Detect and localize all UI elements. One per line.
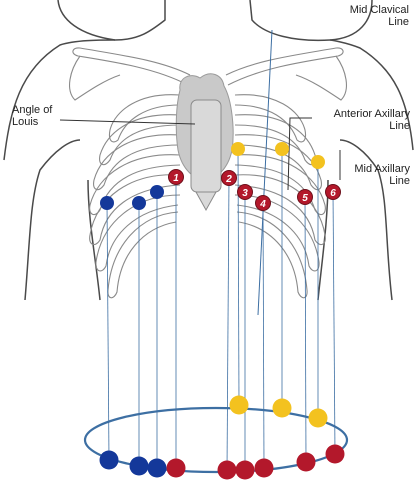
ring-electrode-red xyxy=(296,452,316,472)
xiphoid xyxy=(195,191,217,212)
ring-electrode-blue xyxy=(147,458,167,478)
mid-axillary-label-line2: Line xyxy=(389,175,410,187)
limb-electrode-yellow xyxy=(275,142,289,156)
ring-electrode-blue xyxy=(129,456,149,476)
ring-electrode-yellow xyxy=(229,395,249,415)
mid-clavicular-label: Mid Clavical Line xyxy=(350,4,409,28)
ring-electrode-blue xyxy=(99,450,119,470)
limb-electrode-yellow xyxy=(311,155,325,169)
electrode-v3: 3 xyxy=(237,184,253,200)
angle-of-louis-label-line1: Angle of xyxy=(12,104,53,116)
ring-electrode-red xyxy=(217,460,237,480)
electrode-v6-label: 6 xyxy=(330,188,336,199)
ring-electrodes xyxy=(99,395,345,480)
cable-ring xyxy=(83,406,349,474)
limb-electrode-blue xyxy=(100,196,114,210)
electrode-v4-label: 4 xyxy=(259,199,266,210)
angle-of-louis-pointer xyxy=(59,119,196,125)
anterior-axillary-label: Anterior Axillary Line xyxy=(334,108,410,132)
electrode-v3-label: 3 xyxy=(242,188,248,199)
electrode-v2-label: 2 xyxy=(225,174,232,185)
chest-electrodes: 1 2 3 4 5 6 xyxy=(100,142,341,211)
mid-clavicular-label-line1: Mid Clavical xyxy=(349,4,409,16)
mid-clavicular-label-line2: Line xyxy=(388,16,409,28)
limb-electrode-blue xyxy=(132,196,146,210)
mid-axillary-label: Mid Axillary Line xyxy=(354,163,410,187)
electrode-v5: 5 xyxy=(297,189,313,205)
limb-electrode-yellow xyxy=(231,142,245,156)
ring-electrode-red xyxy=(235,460,255,480)
electrode-v6: 6 xyxy=(325,184,341,200)
angle-of-louis-label: Angle of Louis xyxy=(12,104,52,128)
sternum xyxy=(190,99,222,193)
sternum-and-heart xyxy=(175,73,234,212)
anterior-axillary-label-line1: Anterior Axillary xyxy=(333,108,410,120)
anterior-axillary-label-line2: Line xyxy=(389,120,410,132)
angle-of-louis-label-line2: Louis xyxy=(12,116,39,128)
electrode-v4: 4 xyxy=(255,195,271,211)
rib-cage xyxy=(69,47,347,299)
ring-electrode-yellow xyxy=(308,408,328,428)
electrode-v1-label: 1 xyxy=(173,173,179,184)
mid-axillary-label-line1: Mid Axillary xyxy=(354,163,410,175)
mid-clavicular-line xyxy=(257,29,273,316)
ring-electrode-red xyxy=(325,444,345,464)
electrode-v2: 2 xyxy=(221,170,237,186)
limb-electrode-blue xyxy=(150,185,164,199)
ring-electrode-red xyxy=(166,458,186,478)
ring-electrode-red xyxy=(254,458,274,478)
torso-outline xyxy=(3,0,414,301)
electrode-v5-label: 5 xyxy=(302,193,308,204)
electrode-v1: 1 xyxy=(168,169,184,185)
anterior-axillary-line xyxy=(287,117,312,191)
reference-lines xyxy=(59,29,341,316)
ring-electrode-yellow xyxy=(272,398,292,418)
